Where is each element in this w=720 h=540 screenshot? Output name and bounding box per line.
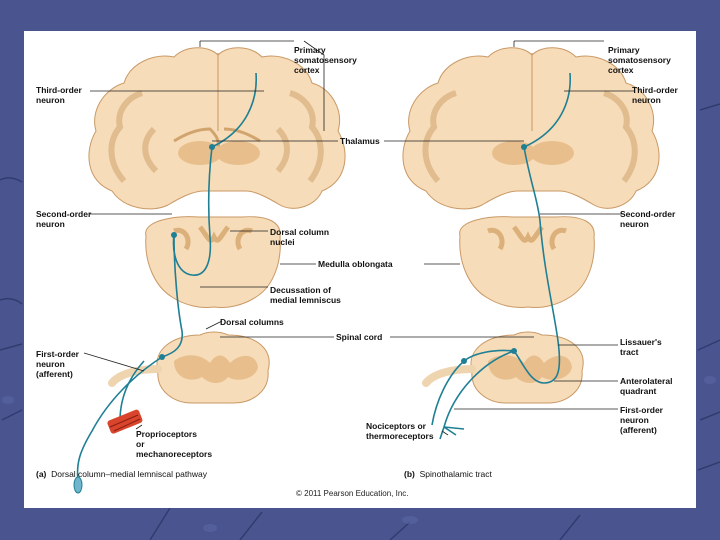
right-medulla-section (460, 217, 595, 308)
left-spinal-cord-section (112, 332, 269, 403)
left-receptor-capsule (74, 477, 82, 493)
label-spinal-cord: Spinal cord (336, 332, 382, 342)
left-medulla-section (146, 217, 281, 308)
copyright-notice: © 2011 Pearson Education, Inc. (296, 489, 408, 499)
label-thalamus: Thalamus (340, 136, 380, 146)
pathway-illustration (24, 31, 696, 508)
label-medulla-oblongata: Medulla oblongata (318, 259, 393, 269)
caption-a: (a) Dorsal column–medial lemniscal pathw… (36, 469, 207, 479)
label-dorsal-columns: Dorsal columns (220, 317, 284, 327)
caption-b: (b) Spinothalamic tract (404, 469, 492, 479)
left-thalamus-neuron-body (209, 144, 215, 150)
